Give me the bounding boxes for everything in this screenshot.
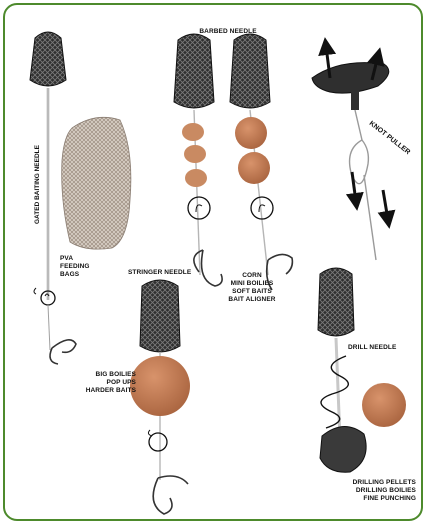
hook-icon: [50, 340, 76, 364]
pva-bag-icon: [62, 117, 131, 249]
drilling-group-label: DRILLING PELLETS DRILLING BOILIES FINE P…: [336, 479, 416, 503]
arrow-icon: [352, 172, 356, 202]
boilie-icon: [238, 152, 270, 184]
boilie-icon: [235, 117, 267, 149]
stringer-needle: [130, 280, 190, 514]
knot-puller: [312, 46, 389, 260]
hook-icon: [194, 250, 222, 286]
boilie-icon: [362, 383, 406, 427]
drill-needle-label: DRILL NEEDLE: [348, 344, 396, 352]
big-boilies-group-label: BIG BOILIES POP UPS HARDER BAITS: [76, 371, 136, 395]
corn-icon: [184, 145, 206, 163]
needle-handle-icon: [140, 280, 180, 352]
needle-handle-icon: [318, 268, 354, 336]
corn-group-label: CORN MINI BOILIES SOFT BAITS BAIT ALIGNE…: [224, 272, 280, 304]
needle-handle-icon: [230, 34, 270, 108]
arrow-icon: [383, 190, 388, 220]
gated-baiting-needle-label: GATED BAITING NEEDLE: [34, 145, 41, 224]
drill-needle: [318, 268, 406, 472]
barbed-needle-right: [230, 34, 292, 290]
boilie-icon: [130, 356, 190, 416]
hook-icon: [153, 476, 188, 514]
corn-icon: [182, 123, 204, 141]
barbed-needle-left: [174, 34, 222, 286]
stringer-needle-label: STRINGER NEEDLE: [128, 269, 191, 277]
needle-handle-icon: [30, 32, 66, 86]
pellet-icon: [320, 426, 366, 472]
corn-icon: [185, 169, 207, 187]
pva-feeding-bags-label: PVA FEEDING BAGS: [60, 255, 90, 279]
barbed-needle-label: BARBED NEEDLE: [183, 28, 273, 36]
needle-handle-icon: [174, 34, 214, 108]
knot-puller-icon: [312, 63, 389, 94]
